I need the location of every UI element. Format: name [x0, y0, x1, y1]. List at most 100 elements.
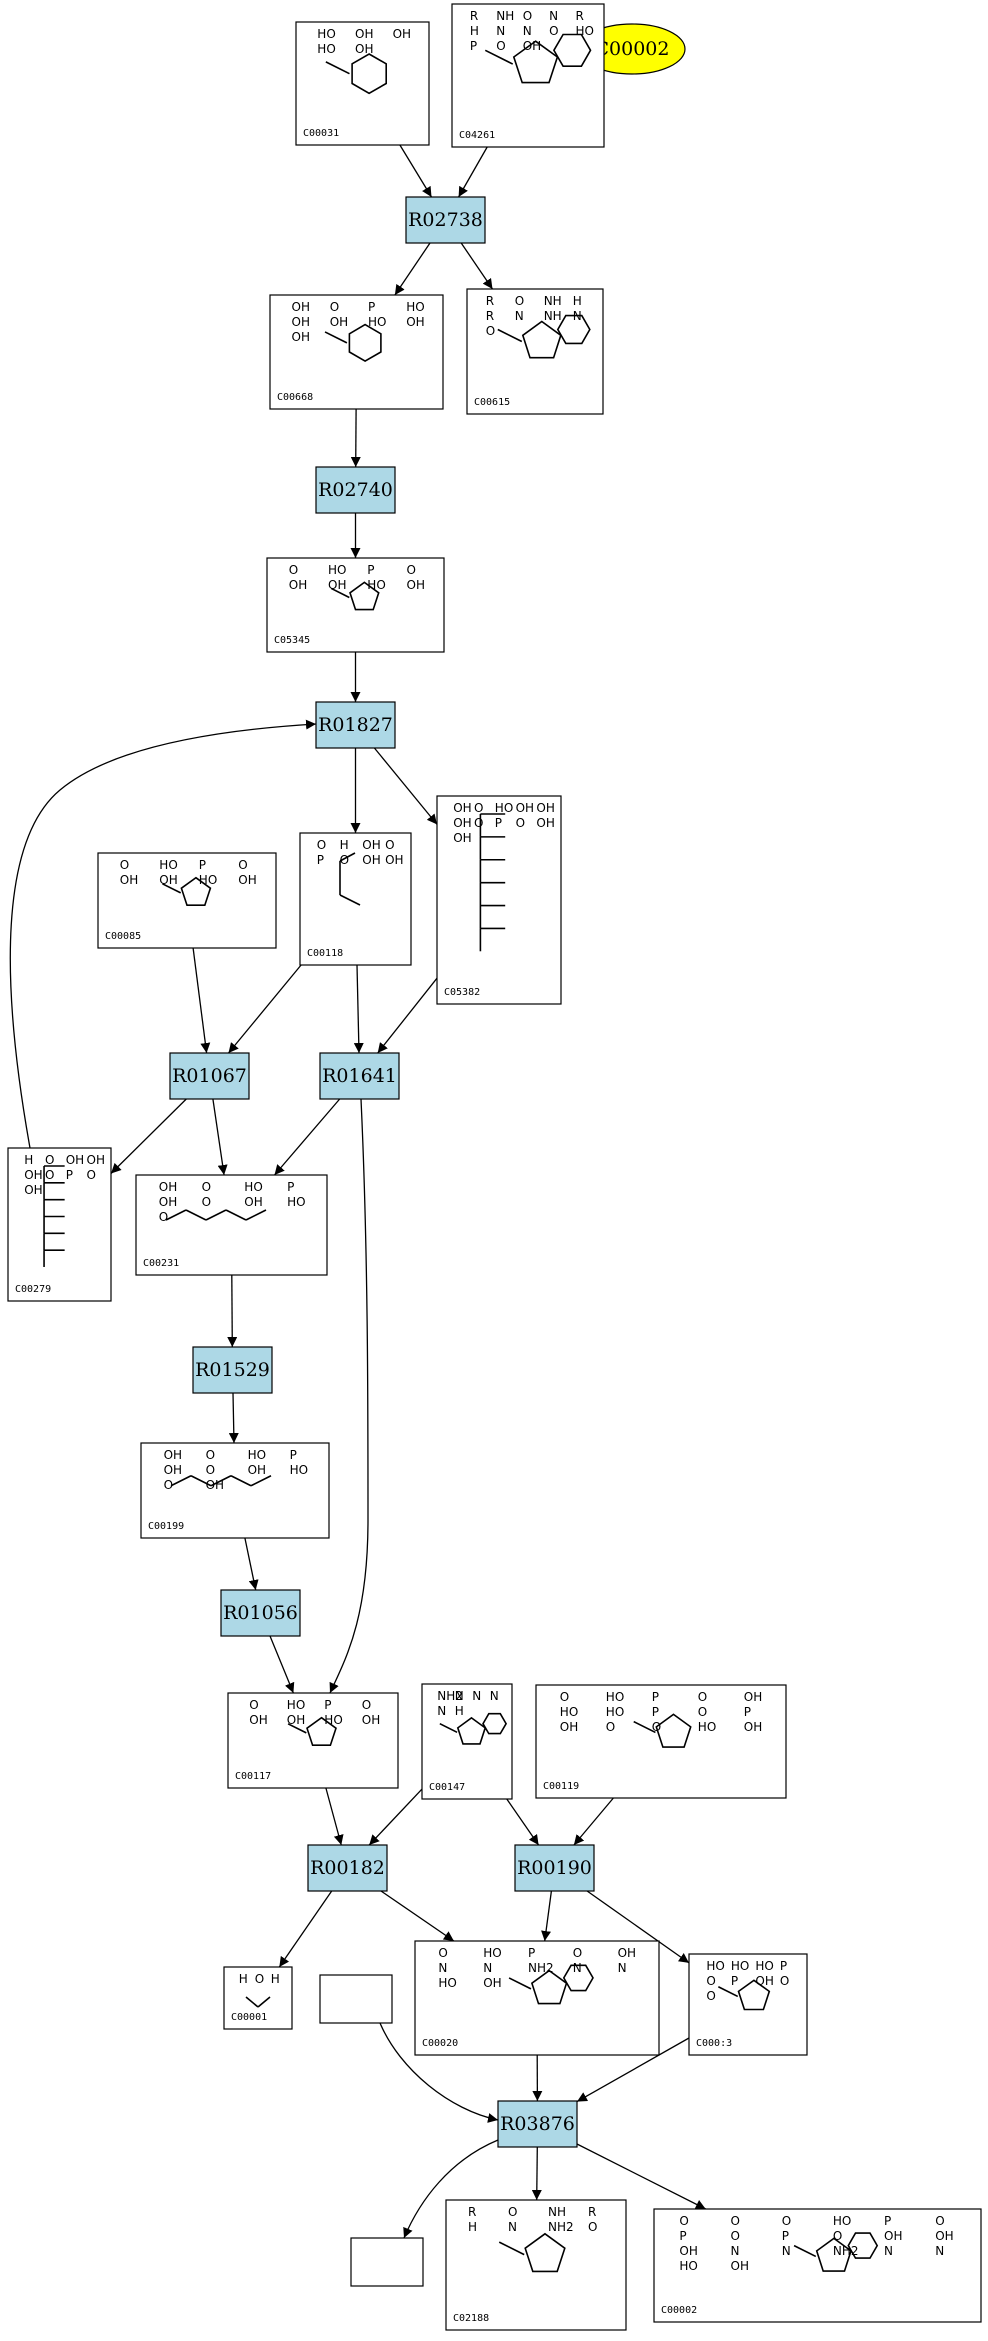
atom-label: O	[486, 324, 495, 338]
atom-label: OH	[536, 801, 554, 815]
atom-label: N	[549, 9, 558, 23]
atom-label: N	[472, 1689, 481, 1703]
compound-box[interactable]	[436, 795, 562, 1005]
reaction-box[interactable]	[315, 466, 396, 514]
atom-label: OH	[362, 853, 380, 867]
compound-box[interactable]	[688, 1953, 808, 2056]
atom-label: P	[884, 2214, 891, 2228]
atom-label: O	[782, 2214, 791, 2228]
compound-box[interactable]	[653, 2208, 982, 2323]
compound-box[interactable]	[295, 21, 430, 146]
edge-r01067-to-c00279	[110, 1098, 187, 1174]
compound-box[interactable]	[451, 3, 605, 148]
compound-id-label: C00085	[105, 931, 141, 942]
edge-r02738-to-c00615	[460, 242, 494, 290]
atom-label: H	[470, 24, 479, 38]
atom-label: HO	[324, 1713, 342, 1727]
atom-label: H	[468, 2220, 477, 2234]
atom-label: NH	[496, 9, 514, 23]
reaction-box[interactable]	[315, 701, 396, 749]
compound-box[interactable]	[421, 1683, 513, 1800]
reaction-box[interactable]	[220, 1589, 301, 1637]
reaction-box[interactable]	[405, 196, 486, 244]
atom-label: OH	[120, 873, 138, 887]
compound-blank1[interactable]	[319, 1974, 393, 2024]
highlight-compound[interactable]: C00002	[578, 23, 686, 75]
edge-r01641-to-c00231	[274, 1098, 341, 1176]
reaction-r01529[interactable]: R01529	[192, 1346, 273, 1394]
edge-c00117-to-r00182	[325, 1787, 344, 1846]
compound-box[interactable]	[266, 557, 445, 653]
compound-blank2[interactable]	[350, 2237, 424, 2287]
edge-c00147-to-r00182	[368, 1788, 423, 1846]
compound-box[interactable]	[97, 852, 277, 949]
atom-label: P	[744, 1705, 751, 1719]
atom-label: O	[573, 1946, 582, 1960]
reaction-r02738[interactable]: R02738	[405, 196, 486, 244]
ring-shape	[349, 581, 380, 611]
bond-line	[245, 1996, 259, 2008]
compound-box[interactable]	[227, 1692, 399, 1789]
ring-shape	[351, 53, 388, 95]
atom-label: OH	[355, 42, 373, 56]
atom-label: NH2	[548, 2220, 574, 2234]
reaction-r03876[interactable]: R03876	[497, 2100, 578, 2148]
reaction-box[interactable]	[319, 1052, 400, 1100]
reaction-box[interactable]	[192, 1346, 273, 1394]
reaction-r01067[interactable]: R01067	[169, 1052, 250, 1100]
atom-label: O	[706, 1989, 715, 2003]
compound-box[interactable]	[7, 1147, 112, 1302]
reaction-box[interactable]	[514, 1844, 595, 1892]
compound-box[interactable]	[319, 1974, 393, 2024]
compound-box[interactable]	[445, 2199, 627, 2331]
reaction-r01827[interactable]: R01827	[315, 701, 396, 749]
atom-label: HO	[679, 2259, 697, 2273]
ring-shape	[552, 33, 592, 67]
reaction-label: R01056	[223, 1602, 298, 1624]
compound-id-label: C00279	[15, 1284, 51, 1295]
reaction-r00190[interactable]: R00190	[514, 1844, 595, 1892]
reaction-r01641[interactable]: R01641	[319, 1052, 400, 1100]
compound-box[interactable]	[135, 1174, 328, 1276]
edge-r00190-to-c00013	[586, 1890, 690, 1964]
compound-box[interactable]	[350, 2237, 424, 2287]
compound-box[interactable]	[269, 294, 444, 410]
compound-id-label: C05382	[444, 987, 480, 998]
atom-label: OH	[289, 578, 307, 592]
atom-label: N	[483, 1961, 492, 1975]
atom-label: OH	[248, 1463, 266, 1477]
atom-label: NH	[544, 309, 562, 323]
edge-c00031-to-r02738	[399, 144, 433, 198]
reaction-r02740[interactable]: R02740	[315, 466, 396, 514]
reaction-box[interactable]	[497, 2100, 578, 2148]
reaction-box[interactable]	[307, 1844, 388, 1892]
compound-box[interactable]	[140, 1442, 330, 1539]
atom-label: OH	[206, 1478, 224, 1492]
reaction-r00182[interactable]: R00182	[307, 1844, 388, 1892]
compound-box[interactable]	[223, 1966, 293, 2030]
compound-box[interactable]	[299, 832, 412, 966]
compound-box[interactable]	[466, 288, 604, 415]
edge-c00118-to-r01067	[227, 964, 302, 1054]
reaction-r01056[interactable]: R01056	[220, 1589, 301, 1637]
reaction-box[interactable]	[169, 1052, 250, 1100]
